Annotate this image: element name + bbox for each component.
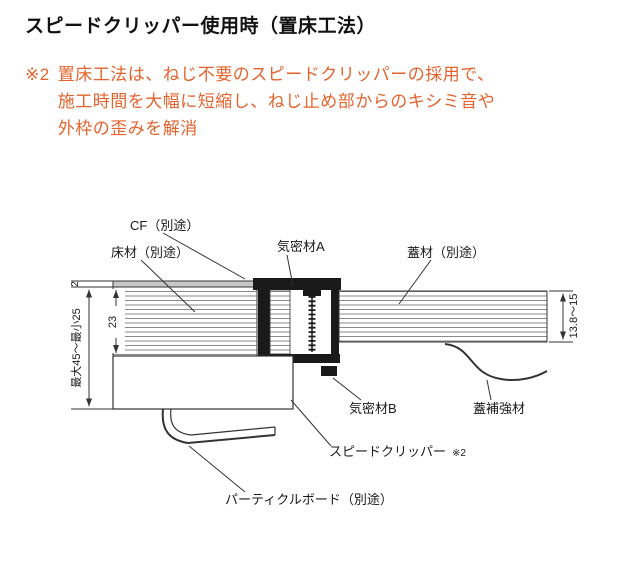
label-cf: CF（別途） [130,218,199,233]
lid-edge-trim [331,290,339,355]
screw-icon [303,290,321,353]
cross-section-diagram: 2 最大45～最小25 23 13.8～15 [25,204,640,529]
page-title: スピードクリッパー使用時（置床工法） [25,16,377,37]
dim-right-range: 13.8～15 [568,294,580,339]
dim-halo [108,289,125,354]
floor-board [112,286,258,357]
label-seal-a: 気密材A [277,239,325,254]
seal-b-block [321,366,337,377]
label-lid-reinforce: 蓋補強材 [473,401,525,416]
particle-board-section [112,355,294,445]
note-line-1: 置床工法は、ねじ不要のスピードクリッパーの採用で、 [57,64,495,84]
label-lid: 蓋材（別途） [407,245,485,260]
note: ※2 置床工法は、ねじ不要のスピードクリッパーの採用で、 施工時間を大幅に短縮し… [25,61,640,143]
edge-strip [269,289,291,355]
lid-reinforce-sheet [444,343,548,382]
dim-left-range: 最大45～最小25 [69,308,83,387]
clip-plate [270,354,340,364]
label-seal-b: 気密材B [349,401,397,416]
cf-layer [112,280,258,288]
support-leg-inner [170,409,276,436]
right-dimensions [549,290,573,343]
label-speed-clipper: スピードクリッパー ※2 [329,444,466,459]
dim-floor-thickness: 23 [107,316,119,328]
label-speed-clipper-ref: ※2 [452,448,466,459]
label-particle-board: パーティクルボード（別途） [225,492,393,507]
floor-section [108,280,258,357]
diagram-svg: 2 最大45～最小25 23 13.8～15 [69,218,580,507]
dim-top-thickness: 2 [70,281,81,287]
lid-board [338,290,548,343]
note-marker: ※2 [25,64,50,84]
lid-section [338,290,548,382]
top-cap [253,278,341,291]
note-text: 置床工法は、ねじ不要のスピードクリッパーの採用で、 施工時間を大幅に短縮し、ねじ… [58,61,640,143]
leader-lines [140,232,492,493]
label-speed-clipper-text: スピードクリッパー [329,444,446,459]
note-line-2: 施工時間を大幅に短縮し、ねじ止め部からのキシミ音や [57,91,496,111]
left-dimensions [71,280,119,410]
particle-board [112,355,294,410]
joint-vertical-bar [258,280,270,363]
support-leg-outer [161,409,276,445]
note-line-3: 外枠の歪みを解消 [57,118,198,138]
label-floor: 床材（別途） [111,245,189,260]
